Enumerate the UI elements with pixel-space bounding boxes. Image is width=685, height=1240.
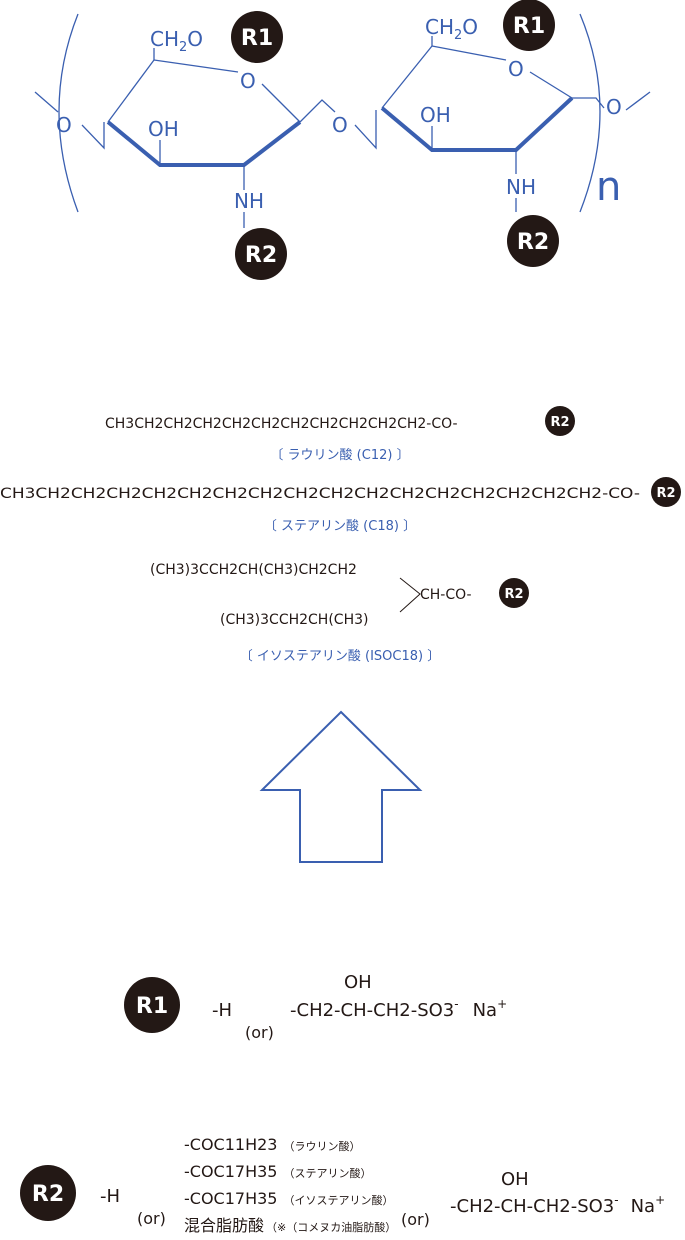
structure-labels: O O O O O CH2O CH2O OH OH NH NH n xyxy=(56,15,622,213)
up-arrow-icon xyxy=(259,710,423,863)
r1-h: -H xyxy=(212,1000,232,1021)
r1-def-badge xyxy=(124,977,180,1033)
ring1-front xyxy=(106,120,302,167)
r1-group: -CH2-CH-CH2-SO3-Na+ xyxy=(290,997,507,1021)
r2-opt3: -COC17H35（イソステアリン酸） xyxy=(184,1189,393,1208)
r2-h: -H xyxy=(100,1186,120,1207)
svg-text:R2: R2 xyxy=(504,587,523,602)
svg-text:R2: R2 xyxy=(32,1182,64,1207)
r1-oh: OH xyxy=(344,972,372,993)
isostearic-chain: (CH3)3CCH2CH(CH3)CH2CH2 (CH3)3CCH2CH(CH3… xyxy=(150,562,529,664)
r1-or: (or) xyxy=(245,1023,274,1042)
left-bracket xyxy=(58,13,79,213)
r2-opt2: -COC17H35（ステアリン酸） xyxy=(184,1162,371,1181)
lauric-r2-badge xyxy=(545,406,575,436)
isostearic-r2-badge xyxy=(499,578,529,608)
r2-badge-ring2: R2 xyxy=(507,215,559,267)
ring2-oh: OH xyxy=(420,103,451,127)
r2-or2: (or) xyxy=(401,1210,430,1229)
isostearic-formula-mid: CH-CO- xyxy=(420,587,472,603)
r2-opt4: 混合脂肪酸（※（コメヌカ油脂肪酸） xyxy=(184,1216,396,1235)
ring1-bond-c xyxy=(261,83,301,123)
r1-badge-ring2: R1 xyxy=(503,0,555,51)
r2-oh: OH xyxy=(501,1169,529,1190)
r2-def-badge xyxy=(20,1165,76,1221)
ring2-o: O xyxy=(508,57,524,81)
svg-text:R1: R1 xyxy=(513,14,545,39)
r2-definition: R2 -H (or) -COC11H23（ラウリン酸） -COC17H35（ステ… xyxy=(20,1135,665,1235)
r2-badge-ring1: R2 xyxy=(235,228,287,280)
glyco-bond-right xyxy=(354,110,377,150)
ring1-o: O xyxy=(240,69,256,93)
left-link-o: O xyxy=(56,113,72,137)
ring1-oh: OH xyxy=(148,117,179,141)
stearic-name: 〔 ステアリン酸 (C18) 〕 xyxy=(264,519,416,534)
r2-opt1: -COC11H23（ラウリン酸） xyxy=(184,1135,360,1154)
ring2-bond-b xyxy=(431,45,507,61)
r1-definition: R1 -H (or) OH -CH2-CH-CH2-SO3-Na+ xyxy=(124,972,507,1042)
stearic-formula: CH3CH2CH2CH2CH2CH2CH2CH2CH2CH2CH2CH2CH2C… xyxy=(0,486,640,502)
svg-text:R2: R2 xyxy=(245,243,277,268)
lauric-chain: CH3CH2CH2CH2CH2CH2CH2CH2CH2CH2CH2-CO- R2… xyxy=(105,406,575,463)
svg-text:R1: R1 xyxy=(136,994,168,1019)
stearic-r2-badge xyxy=(651,477,681,507)
glyco-bond-left xyxy=(299,99,336,123)
ring1-bond-a xyxy=(107,59,155,123)
isostearic-branch xyxy=(399,577,421,613)
right-link-o: O xyxy=(606,95,622,119)
r1-badge-ring1: R1 xyxy=(231,11,283,63)
left-o-bond xyxy=(81,122,105,150)
svg-text:R2: R2 xyxy=(656,486,675,501)
left-end-bond xyxy=(34,91,59,113)
ring1-ch2o: CH2O xyxy=(150,27,203,55)
ring1-nh: NH xyxy=(234,189,264,213)
right-end-bond-a xyxy=(572,97,605,109)
isostearic-name: 〔 イソステアリン酸 (ISOC18) 〕 xyxy=(240,649,440,664)
right-end-bond-b xyxy=(625,91,651,111)
ring2-nh: NH xyxy=(506,175,536,199)
svg-text:R2: R2 xyxy=(517,230,549,255)
polymer-structure xyxy=(34,13,651,228)
lauric-formula: CH3CH2CH2CH2CH2CH2CH2CH2CH2CH2CH2-CO- xyxy=(105,416,458,432)
lauric-name: 〔 ラウリン酸 (C12) 〕 xyxy=(270,448,409,463)
right-bracket xyxy=(579,13,601,213)
stearic-chain: CH3CH2CH2CH2CH2CH2CH2CH2CH2CH2CH2CH2CH2C… xyxy=(0,477,681,534)
ring2-bond-c xyxy=(529,71,573,99)
ring2-bond-a xyxy=(381,45,433,109)
glycosidic-o: O xyxy=(332,113,348,137)
svg-text:R1: R1 xyxy=(241,26,273,51)
isostearic-formula-top: (CH3)3CCH2CH(CH3)CH2CH2 xyxy=(150,562,357,578)
isostearic-formula-bottom: (CH3)3CCH2CH(CH3) xyxy=(220,612,368,628)
r2-or1: (or) xyxy=(137,1209,166,1228)
ring2-ch2o: CH2O xyxy=(425,15,478,43)
ring2-front xyxy=(380,96,574,152)
r2-group: -CH2-CH-CH2-SO3-Na+ xyxy=(450,1193,665,1217)
repeat-n: n xyxy=(596,164,621,210)
svg-text:R2: R2 xyxy=(550,415,569,430)
ring1-bond-b xyxy=(153,59,239,73)
